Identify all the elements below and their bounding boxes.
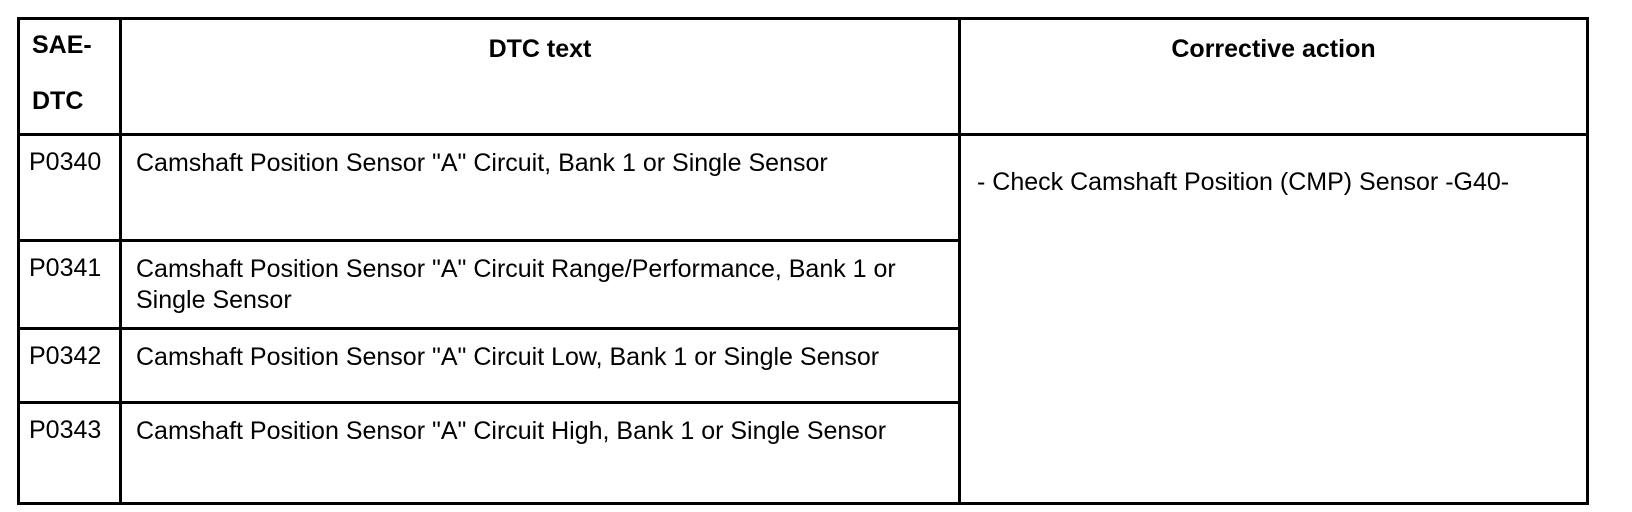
column-header-corrective-action: Corrective action: [958, 17, 1589, 136]
dtc-text-cell: Camshaft Position Sensor "A" Circuit, Ba…: [119, 133, 961, 242]
dtc-code-value: P0343: [29, 415, 102, 444]
dtc-code-value: P0340: [29, 148, 102, 176]
dtc-code-cell: P0342: [17, 326, 122, 404]
dtc-text-cell: Camshaft Position Sensor "A" Circuit Low…: [119, 326, 961, 404]
column-header-dtc-text: DTC text: [119, 17, 961, 136]
header-row: SAE- DTC DTC text Corrective action: [17, 17, 1589, 136]
dtc-code-value: P0342: [29, 341, 102, 370]
corrective-action-cell: - Check Camshaft Position (CMP) Sensor -…: [958, 133, 1589, 505]
dtc-code-value: P0341: [29, 254, 102, 282]
table-row: P0343 Camshaft Position Sensor "A" Circu…: [17, 400, 1588, 505]
dtc-text-cell: Camshaft Position Sensor "A" Circuit Ran…: [119, 239, 961, 330]
dtc-code-cell: P0343: [17, 400, 122, 505]
dtc-code-cell: P0340: [17, 133, 122, 242]
column-header-sae-dtc-line2: DTC: [32, 87, 84, 115]
dtc-code-cell: P0341: [17, 239, 122, 330]
table-row: P0341 Camshaft Position Sensor "A" Circu…: [17, 239, 1588, 330]
dtc-text-value: Camshaft Position Sensor "A" Circuit, Ba…: [136, 149, 828, 177]
table-row: P0340 Camshaft Position Sensor "A" Circu…: [17, 133, 1589, 505]
table-body: P0340 Camshaft Position Sensor "A" Circu…: [17, 133, 1589, 505]
table-row: P0342 Camshaft Position Sensor "A" Circu…: [17, 326, 1588, 404]
table-header: SAE- DTC DTC text Corrective action: [17, 17, 1589, 136]
dtc-text-value: Camshaft Position Sensor "A" Circuit Low…: [136, 342, 880, 371]
dtc-text-value: Camshaft Position Sensor "A" Circuit Hig…: [136, 416, 887, 445]
dtc-text-value: Camshaft Position Sensor "A" Circuit Ran…: [136, 255, 896, 315]
column-header-sae-dtc: SAE- DTC: [17, 17, 122, 136]
dtc-table: SAE- DTC DTC text Corrective action P034…: [17, 17, 1589, 505]
column-header-dtc-text-label: DTC text: [488, 35, 592, 63]
column-header-corrective-action-label: Corrective action: [1171, 35, 1376, 63]
column-header-sae-dtc-line1: SAE-: [32, 31, 92, 59]
corrective-action-value: - Check Camshaft Position (CMP) Sensor -…: [977, 168, 1510, 196]
dtc-text-cell: Camshaft Position Sensor "A" Circuit Hig…: [119, 400, 961, 505]
